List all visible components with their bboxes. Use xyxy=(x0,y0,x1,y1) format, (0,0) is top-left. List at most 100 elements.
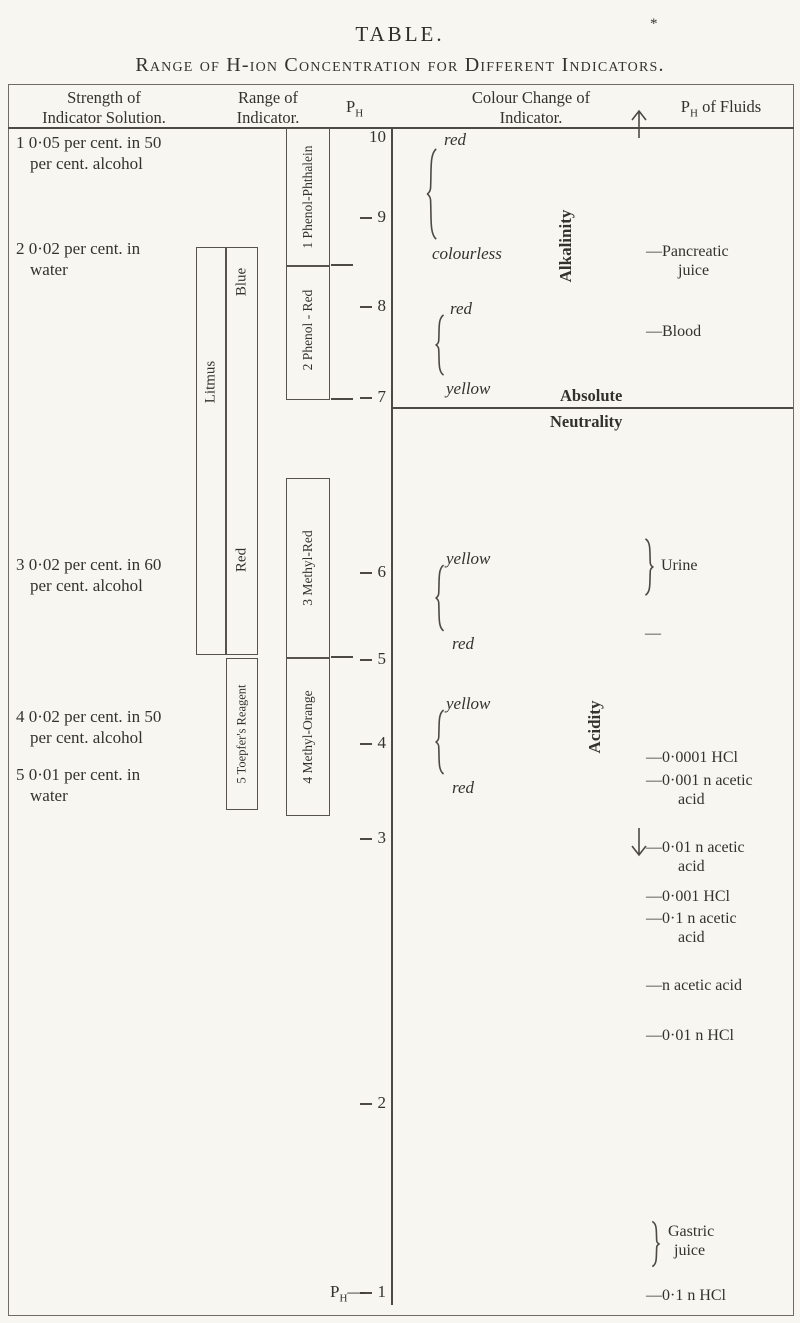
indicator-label-methyl-orange: 4 Methyl-Orange xyxy=(300,690,315,784)
strength-line: 1 0·05 per cent. in 50 xyxy=(16,133,162,152)
acidity-down-arrow-icon xyxy=(631,828,647,857)
tick-mark xyxy=(360,306,372,308)
neutrality-line xyxy=(392,407,793,409)
ph-tick-label: 6 xyxy=(377,562,387,581)
ph-axis-label: PH— xyxy=(330,1282,364,1304)
strength-line: 3 0·02 per cent. in 60 xyxy=(16,555,162,574)
fluid-item-urine: Urine xyxy=(661,557,698,574)
range-box-methyl-orange xyxy=(286,658,330,816)
urine-brace-graphic xyxy=(643,537,656,597)
fluid-line: juice xyxy=(674,1242,706,1259)
indicator-label-toepfer: 5 Toepfer's Reagent xyxy=(234,684,249,784)
table-outer-border xyxy=(8,84,794,1316)
fluid-item-pancreatic-juice: —Pancreatic juice xyxy=(646,242,729,280)
ph-axis-line xyxy=(391,128,393,1305)
brace-graphic xyxy=(433,313,446,377)
strength-line: 5 0·01 per cent. in xyxy=(16,765,141,784)
fluid-line: acid xyxy=(678,791,705,808)
leader-dash xyxy=(331,398,353,400)
fluid-item-blood: —Blood xyxy=(646,322,701,341)
tick-mark xyxy=(360,572,372,574)
alkalinity-up-arrow-icon xyxy=(631,109,647,138)
ph-tick-label: 3 xyxy=(377,828,387,847)
fluid-line: —Pancreatic xyxy=(646,243,729,260)
colour-to-methyl-orange: red xyxy=(452,778,475,797)
fluid-line: —0·01 n acetic xyxy=(646,839,745,856)
ph-tick-label: 4 xyxy=(377,733,387,752)
colour-to-phenolphthalein: colourless xyxy=(432,244,502,263)
colour-from-phenolphthalein: red xyxy=(444,130,467,149)
strength-line: water xyxy=(30,260,68,279)
header-ph: PH xyxy=(346,97,363,123)
header-colour-change: Colour Change of Indicator. xyxy=(418,88,644,128)
fluid-item-acetic-01: —0·1 n acetic acid xyxy=(646,909,737,947)
fluid-item-gastric-juice: Gastric juice xyxy=(668,1222,714,1260)
page-subtitle: Range of H-ion Concentration for Differe… xyxy=(135,54,665,76)
colour-from-methyl-red: yellow xyxy=(446,549,491,568)
strength-item-5: 5 0·01 per cent. in water xyxy=(16,764,201,806)
ph-subscript: H xyxy=(355,107,364,120)
colour-from-phenol-red: red xyxy=(450,299,473,318)
ph-symbol: P xyxy=(680,97,690,116)
tick-mark xyxy=(360,838,372,840)
neutrality-label-2: Neutrality xyxy=(550,412,623,431)
strength-line: per cent. alcohol xyxy=(30,728,143,747)
strength-item-4: 4 0·02 per cent. in 50 per cent. alcohol xyxy=(16,706,201,748)
ph-symbol: P xyxy=(346,97,356,116)
strength-item-1: 1 0·05 per cent. in 50 per cent. alcohol xyxy=(16,132,201,174)
tick-mark xyxy=(360,1103,372,1105)
header-line: Indicator. xyxy=(236,108,300,127)
fluid-item-hcl-01: —0·1 n HCl xyxy=(646,1287,726,1304)
indicator-label-litmus: Litmus xyxy=(202,360,219,404)
tick-mark xyxy=(360,743,372,745)
header-line: Range of xyxy=(237,88,299,107)
header-line: Indicator Solution. xyxy=(42,108,166,127)
tick-mark xyxy=(360,217,372,219)
ph-subscript: H xyxy=(339,1292,348,1305)
fluid-item-acetic-0001: —0·001 n acetic acid xyxy=(646,771,753,809)
header-line: Strength of xyxy=(67,88,141,107)
range-box-phenolphthalein xyxy=(286,128,330,266)
strength-item-2: 2 0·02 per cent. in water xyxy=(16,238,201,280)
colour-from-methyl-orange: yellow xyxy=(446,694,491,713)
range-box-litmus-colours xyxy=(226,247,258,655)
tick-mark xyxy=(360,397,372,399)
ph-tick-label: 8 xyxy=(377,296,387,315)
axis-dash: — xyxy=(347,1282,365,1301)
fluid-line: —0·1 n acetic xyxy=(646,910,737,927)
fluid-item-hcl-0001: —0·001 HCl xyxy=(646,888,730,905)
alkalinity-label: Alkalinity xyxy=(556,209,575,283)
ph-tick-label: 2 xyxy=(377,1093,387,1112)
fluid-item-hcl-00001: —0·0001 HCl xyxy=(646,749,738,766)
indicator-label-phenol-red: 2 Phenol - Red xyxy=(300,289,315,371)
fluid-line: —Blood xyxy=(646,323,702,340)
fluid-line: Gastric xyxy=(668,1223,715,1240)
tick-mark xyxy=(360,659,372,661)
header-line: of Fluids xyxy=(697,97,762,116)
neutrality-label-1: Absolute xyxy=(560,386,623,405)
strength-line: per cent. alcohol xyxy=(30,576,143,595)
header-rule xyxy=(8,127,794,129)
strength-line: 2 0·02 per cent. in xyxy=(16,239,141,258)
fluid-line: —0·001 n acetic xyxy=(646,772,753,789)
fluid-line: acid xyxy=(678,858,705,875)
range-box-litmus xyxy=(196,247,226,655)
page-title: TABLE. xyxy=(355,22,445,46)
range-box-phenol-red xyxy=(286,266,330,400)
acidity-label: Acidity xyxy=(585,700,604,754)
fluid-item-acetic-001: —0·01 n acetic acid xyxy=(646,838,745,876)
strength-line: per cent. alcohol xyxy=(30,154,143,173)
strength-line: water xyxy=(30,786,68,805)
tick-mark xyxy=(360,1292,372,1294)
gastric-brace-graphic xyxy=(650,1220,662,1268)
ph-tick-label: 9 xyxy=(377,207,387,226)
fluid-item-hcl-001: —0·01 n HCl xyxy=(646,1027,734,1044)
strength-line: 4 0·02 per cent. in 50 xyxy=(16,707,162,726)
colour-to-phenol-red: yellow xyxy=(446,379,491,398)
fluid-line: juice xyxy=(678,262,710,279)
strength-item-3: 3 0·02 per cent. in 60 per cent. alcohol xyxy=(16,554,201,596)
indicator-label-methyl-red: 3 Methyl-Red xyxy=(300,530,315,606)
printer-note-mark: * xyxy=(650,16,658,32)
fluid-item-n-acetic: —n acetic acid xyxy=(646,977,742,994)
